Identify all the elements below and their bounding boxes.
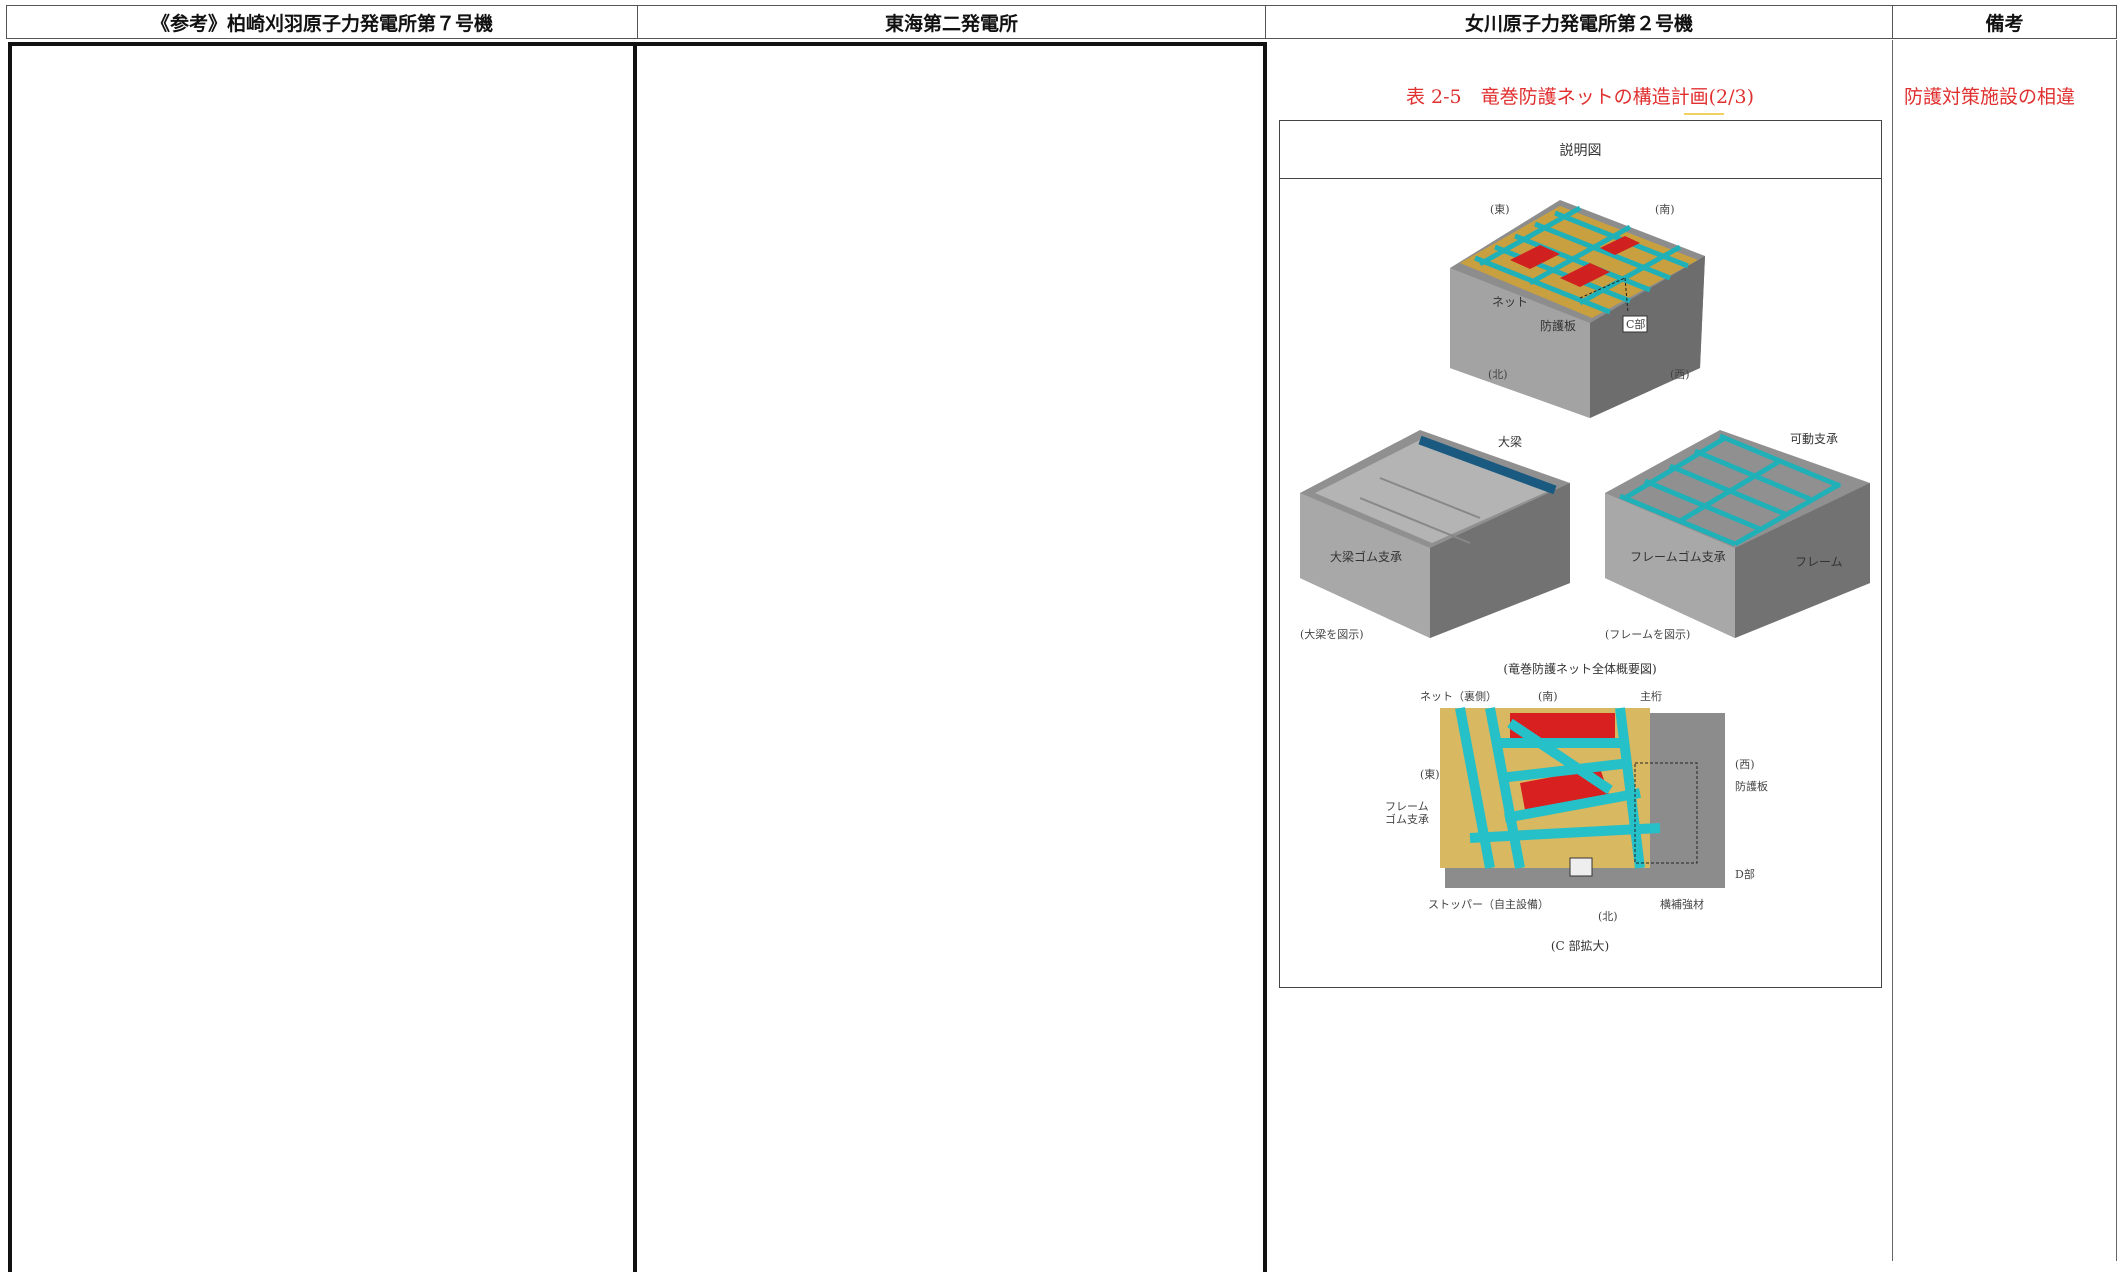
label-net-rear: ネット（裏側） [1420, 689, 1497, 703]
caption-frame: (フレームを図示) [1605, 628, 1690, 641]
caption-beam: (大梁を図示) [1300, 627, 1364, 641]
caption-underline [1684, 113, 1724, 115]
column-header-tokai: 東海第二発電所 [638, 5, 1266, 39]
overall-view [1450, 200, 1705, 418]
label-detail-plate: 防護板 [1735, 779, 1768, 793]
figure-box: 説明図 [1279, 120, 1882, 988]
column-header-remarks: 備考 [1893, 5, 2117, 39]
frame-view [1605, 430, 1870, 638]
label-d-part: D部 [1735, 867, 1755, 881]
label-detail-south: (南) [1538, 690, 1558, 703]
label-frame-rubber-2: ゴム支承 [1385, 812, 1429, 826]
divider-col3-col4 [1892, 40, 1893, 1261]
label-frame: フレーム [1795, 555, 1843, 569]
caption-overall: (竜巻防護ネット全体概要図) [1503, 661, 1656, 676]
divider-right-edge [2116, 40, 2117, 1261]
detail-view [1440, 707, 1725, 888]
label-c-part: C部 [1626, 317, 1645, 331]
label-beam: 大梁 [1498, 434, 1522, 449]
remark-text: 防護対策施設の相違 [1904, 86, 2076, 108]
label-detail-east: (東) [1420, 768, 1440, 781]
label-lateral: 横補強材 [1660, 897, 1704, 911]
label-frame-bearing: フレームゴム支承 [1630, 549, 1726, 564]
label-south: (南) [1655, 203, 1675, 216]
label-west: (西) [1670, 368, 1690, 381]
label-frame-rubber-1: フレーム [1385, 800, 1429, 813]
c-part-box [1622, 315, 1648, 333]
label-north: (北) [1488, 368, 1508, 381]
table-caption: 表 2-5 竜巻防護ネットの構造計画(2/3) [1405, 86, 1755, 108]
label-detail-north: (北) [1598, 910, 1618, 923]
caption-detail: (C 部拡大) [1551, 938, 1609, 953]
label-beam-bearing: 大梁ゴム支承 [1330, 549, 1402, 564]
label-east: (東) [1490, 203, 1510, 216]
column-body-kashiwazaki [8, 42, 637, 1272]
column-body-tokai [637, 42, 1267, 1272]
figure-header: 説明図 [1280, 121, 1881, 179]
label-net: ネット [1492, 295, 1528, 309]
label-main-girder: 主桁 [1640, 689, 1662, 703]
beam-view [1300, 430, 1570, 638]
label-stopper: ストッパー（自主設備） [1428, 897, 1549, 911]
column-header-kashiwazaki: 《参考》柏崎刈羽原子力発電所第７号機 [6, 5, 638, 39]
label-movable-bearing: 可動支承 [1790, 432, 1838, 446]
figure-drawing: (東) (南) ネット 防護板 C部 (北) (西) 大梁 大梁ゴム支承 (大梁… [1300, 200, 1870, 953]
label-plate: 防護板 [1540, 318, 1576, 333]
column-header-onagawa: 女川原子力発電所第２号機 [1266, 5, 1893, 39]
label-detail-west: (西) [1735, 758, 1755, 771]
